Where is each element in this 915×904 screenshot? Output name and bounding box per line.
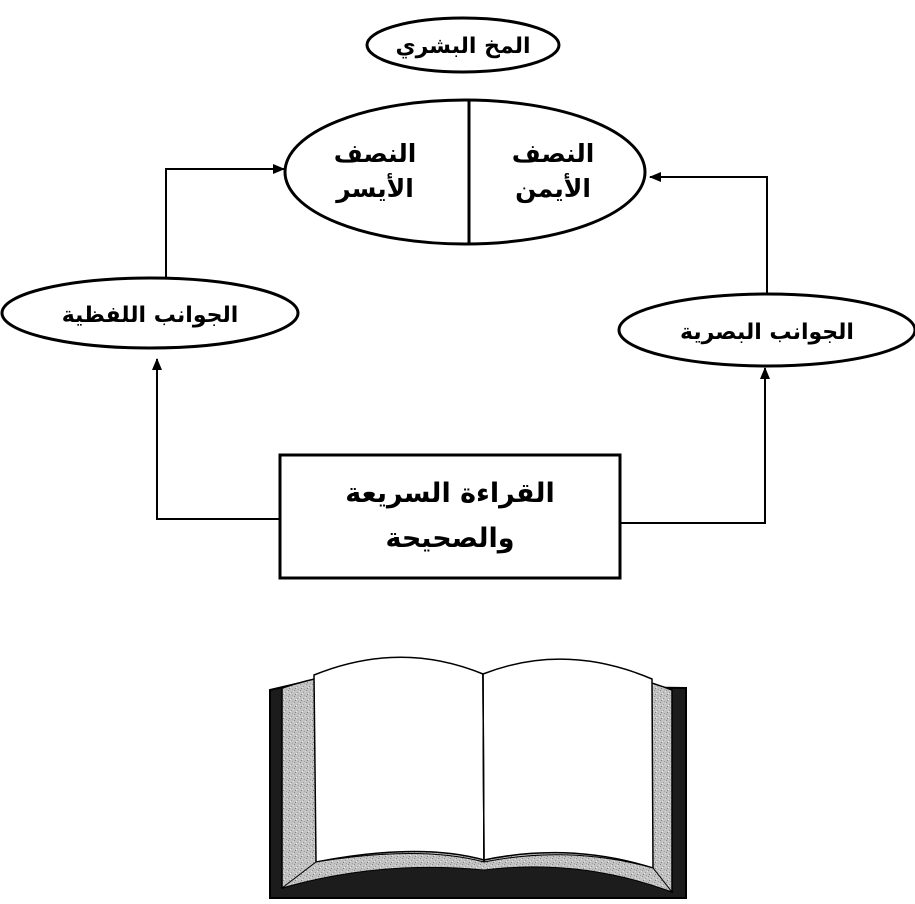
brain-title-node: المخ البشري: [365, 16, 561, 74]
fast-correct-reading-node: القراءة السريعة والصحيحة: [278, 453, 622, 580]
visual-aspects-label: الجوانب البصرية: [680, 320, 854, 345]
connector-verbal-to-left-half: [165, 164, 285, 278]
left-half-line1: النصف: [334, 139, 417, 168]
verbal-aspects-label: الجوانب اللفظية: [62, 303, 239, 328]
verbal-aspects-node: الجوانب اللفظية: [0, 276, 300, 350]
right-hemisphere: النصف الأيمن: [512, 139, 595, 204]
right-half-line2: الأيمن: [515, 173, 591, 204]
connector-reading-to-verbal: [152, 358, 280, 520]
reading-line2: والصحيحة: [385, 523, 514, 554]
right-half-line1: النصف: [512, 139, 595, 168]
connector-reading-to-visual: [620, 367, 770, 524]
connector-visual-to-right-half: [649, 172, 768, 294]
reading-line1: القراءة السريعة: [345, 478, 554, 509]
left-half-line2: الأيسر: [334, 173, 414, 204]
open-book-icon: [269, 656, 687, 899]
brain-title-label: المخ البشري: [395, 34, 530, 59]
brain-hemispheres-node: النصف الأيمن النصف الأيسر: [283, 98, 647, 246]
visual-aspects-node: الجوانب البصرية: [617, 292, 915, 368]
left-hemisphere: النصف الأيسر: [334, 139, 417, 204]
